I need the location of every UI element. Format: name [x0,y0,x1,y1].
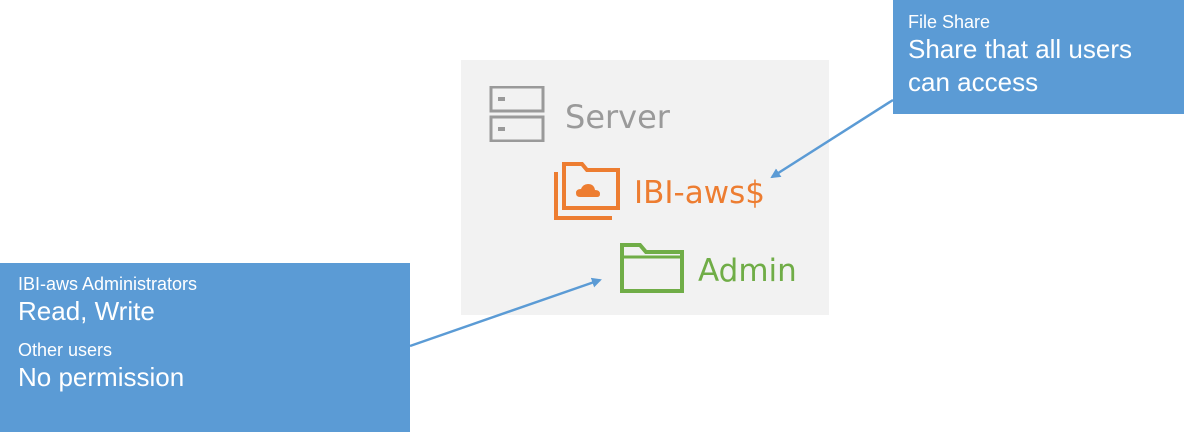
group1-value: Read, Write [18,296,155,326]
group1-title: IBI-aws Administrators [18,274,198,294]
permissions-arrow [409,277,602,348]
file-share-text: Share that all users can access [908,34,1133,97]
cloud-folder-icon [552,160,622,225]
file-share-arrow [770,98,894,179]
group2-value: No permission [18,362,185,392]
share-label: IBI-aws$ [634,174,765,211]
server-label: Server [565,97,670,136]
admin-node: Admin [620,243,797,298]
server-node: Server [489,85,670,147]
share-node: IBI-aws$ [552,160,765,225]
file-share-callout: File Share Share that all users can acce… [893,0,1184,114]
server-icon [489,85,545,147]
folder-icon [620,243,684,298]
file-share-title: File Share [908,12,991,32]
admin-label: Admin [698,252,797,289]
group2-title: Other users [18,340,113,360]
permissions-callout: IBI-aws Administrators Read, Write Other… [0,263,410,432]
server-box [461,60,829,315]
